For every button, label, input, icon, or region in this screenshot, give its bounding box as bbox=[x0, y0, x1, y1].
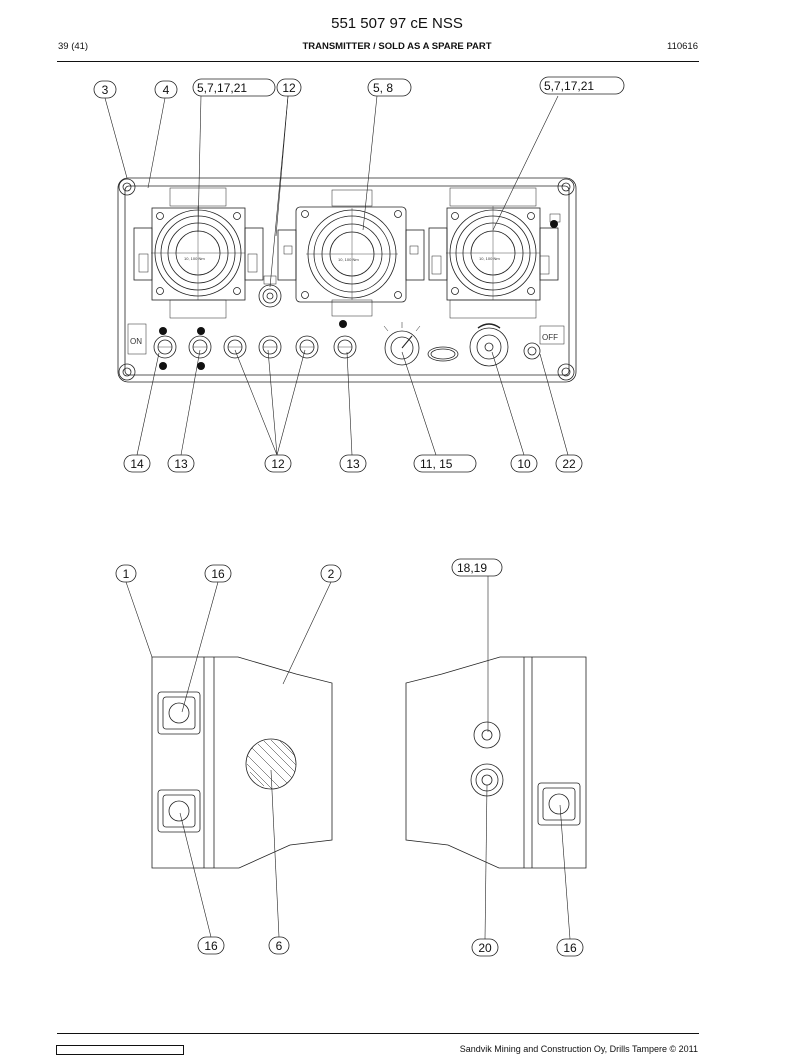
callout-12-bottom: 12 bbox=[271, 457, 285, 471]
callout-5-8: 5, 8 bbox=[373, 81, 393, 95]
callout-11-15: 11, 15 bbox=[420, 457, 453, 471]
callout-2: 2 bbox=[328, 567, 335, 581]
footer-copyright: Sandvik Mining and Construction Oy, Dril… bbox=[459, 1044, 698, 1054]
leader-lines-side bbox=[125, 576, 571, 940]
on-switch bbox=[127, 323, 147, 355]
emblem bbox=[427, 346, 459, 362]
joystick-middle bbox=[277, 189, 425, 317]
callout-5-7-17-21-left: 5,7,17,21 bbox=[197, 81, 247, 95]
panel-symbols bbox=[138, 213, 561, 275]
callout-16-bottom-right: 16 bbox=[563, 941, 577, 955]
transmitter-front-panel bbox=[117, 177, 577, 383]
joystick-left bbox=[133, 187, 264, 319]
side-view-left bbox=[151, 656, 333, 869]
side-view-right bbox=[405, 656, 587, 869]
leader-lines-top bbox=[104, 95, 569, 456]
callout-4: 4 bbox=[163, 83, 170, 97]
callout-16-top: 16 bbox=[211, 567, 225, 581]
callout-1: 1 bbox=[123, 567, 130, 581]
section-title: TRANSMITTER / SOLD AS A SPARE PART bbox=[302, 41, 492, 52]
joystick-right-label: 10, 100 Nm bbox=[479, 256, 500, 261]
callout-labels: 3 4 5,7,17,21 12 5, 8 5,7,17,21 14 13 12… bbox=[102, 79, 595, 955]
joystick-middle-label: 10, 100 Nm bbox=[338, 257, 359, 262]
on-label: ON bbox=[130, 337, 142, 346]
callout-3: 3 bbox=[102, 83, 109, 97]
callout-20: 20 bbox=[478, 941, 492, 955]
joystick-right bbox=[428, 187, 559, 319]
button-row bbox=[153, 335, 357, 359]
emergency-stop bbox=[469, 323, 509, 367]
footer-rule bbox=[57, 1033, 699, 1034]
callout-13-right: 13 bbox=[346, 457, 360, 471]
sandvik-logo bbox=[56, 1045, 184, 1055]
off-label: OFF bbox=[542, 333, 558, 342]
callout-bubbles bbox=[93, 76, 625, 957]
document-code: 110616 bbox=[667, 41, 698, 52]
callout-18-19: 18,19 bbox=[457, 561, 487, 575]
callout-6: 6 bbox=[276, 939, 283, 953]
document-title: 551 507 97 cE NSS bbox=[331, 15, 463, 32]
callout-13-left: 13 bbox=[174, 457, 188, 471]
hatching bbox=[246, 739, 297, 790]
small-knob-12 bbox=[258, 275, 282, 308]
header-rule bbox=[57, 61, 699, 62]
corner-screws bbox=[118, 178, 575, 381]
callout-14: 14 bbox=[130, 457, 144, 471]
indicator-dots bbox=[159, 220, 558, 370]
callout-16-bottom-left: 16 bbox=[204, 939, 218, 953]
key-switch bbox=[523, 325, 565, 360]
callout-10: 10 bbox=[517, 457, 531, 471]
joystick-left-label: 10, 100 Nm bbox=[184, 256, 205, 261]
callout-5-7-17-21-right: 5,7,17,21 bbox=[544, 79, 594, 93]
page-number: 39 (41) bbox=[58, 41, 89, 52]
rotary-selector bbox=[383, 322, 421, 366]
callout-22: 22 bbox=[562, 457, 576, 471]
callout-12-top: 12 bbox=[282, 81, 296, 95]
panel-small-labels: ON OFF 10, 100 Nm 10, 100 Nm 10, 100 Nm bbox=[130, 256, 558, 346]
